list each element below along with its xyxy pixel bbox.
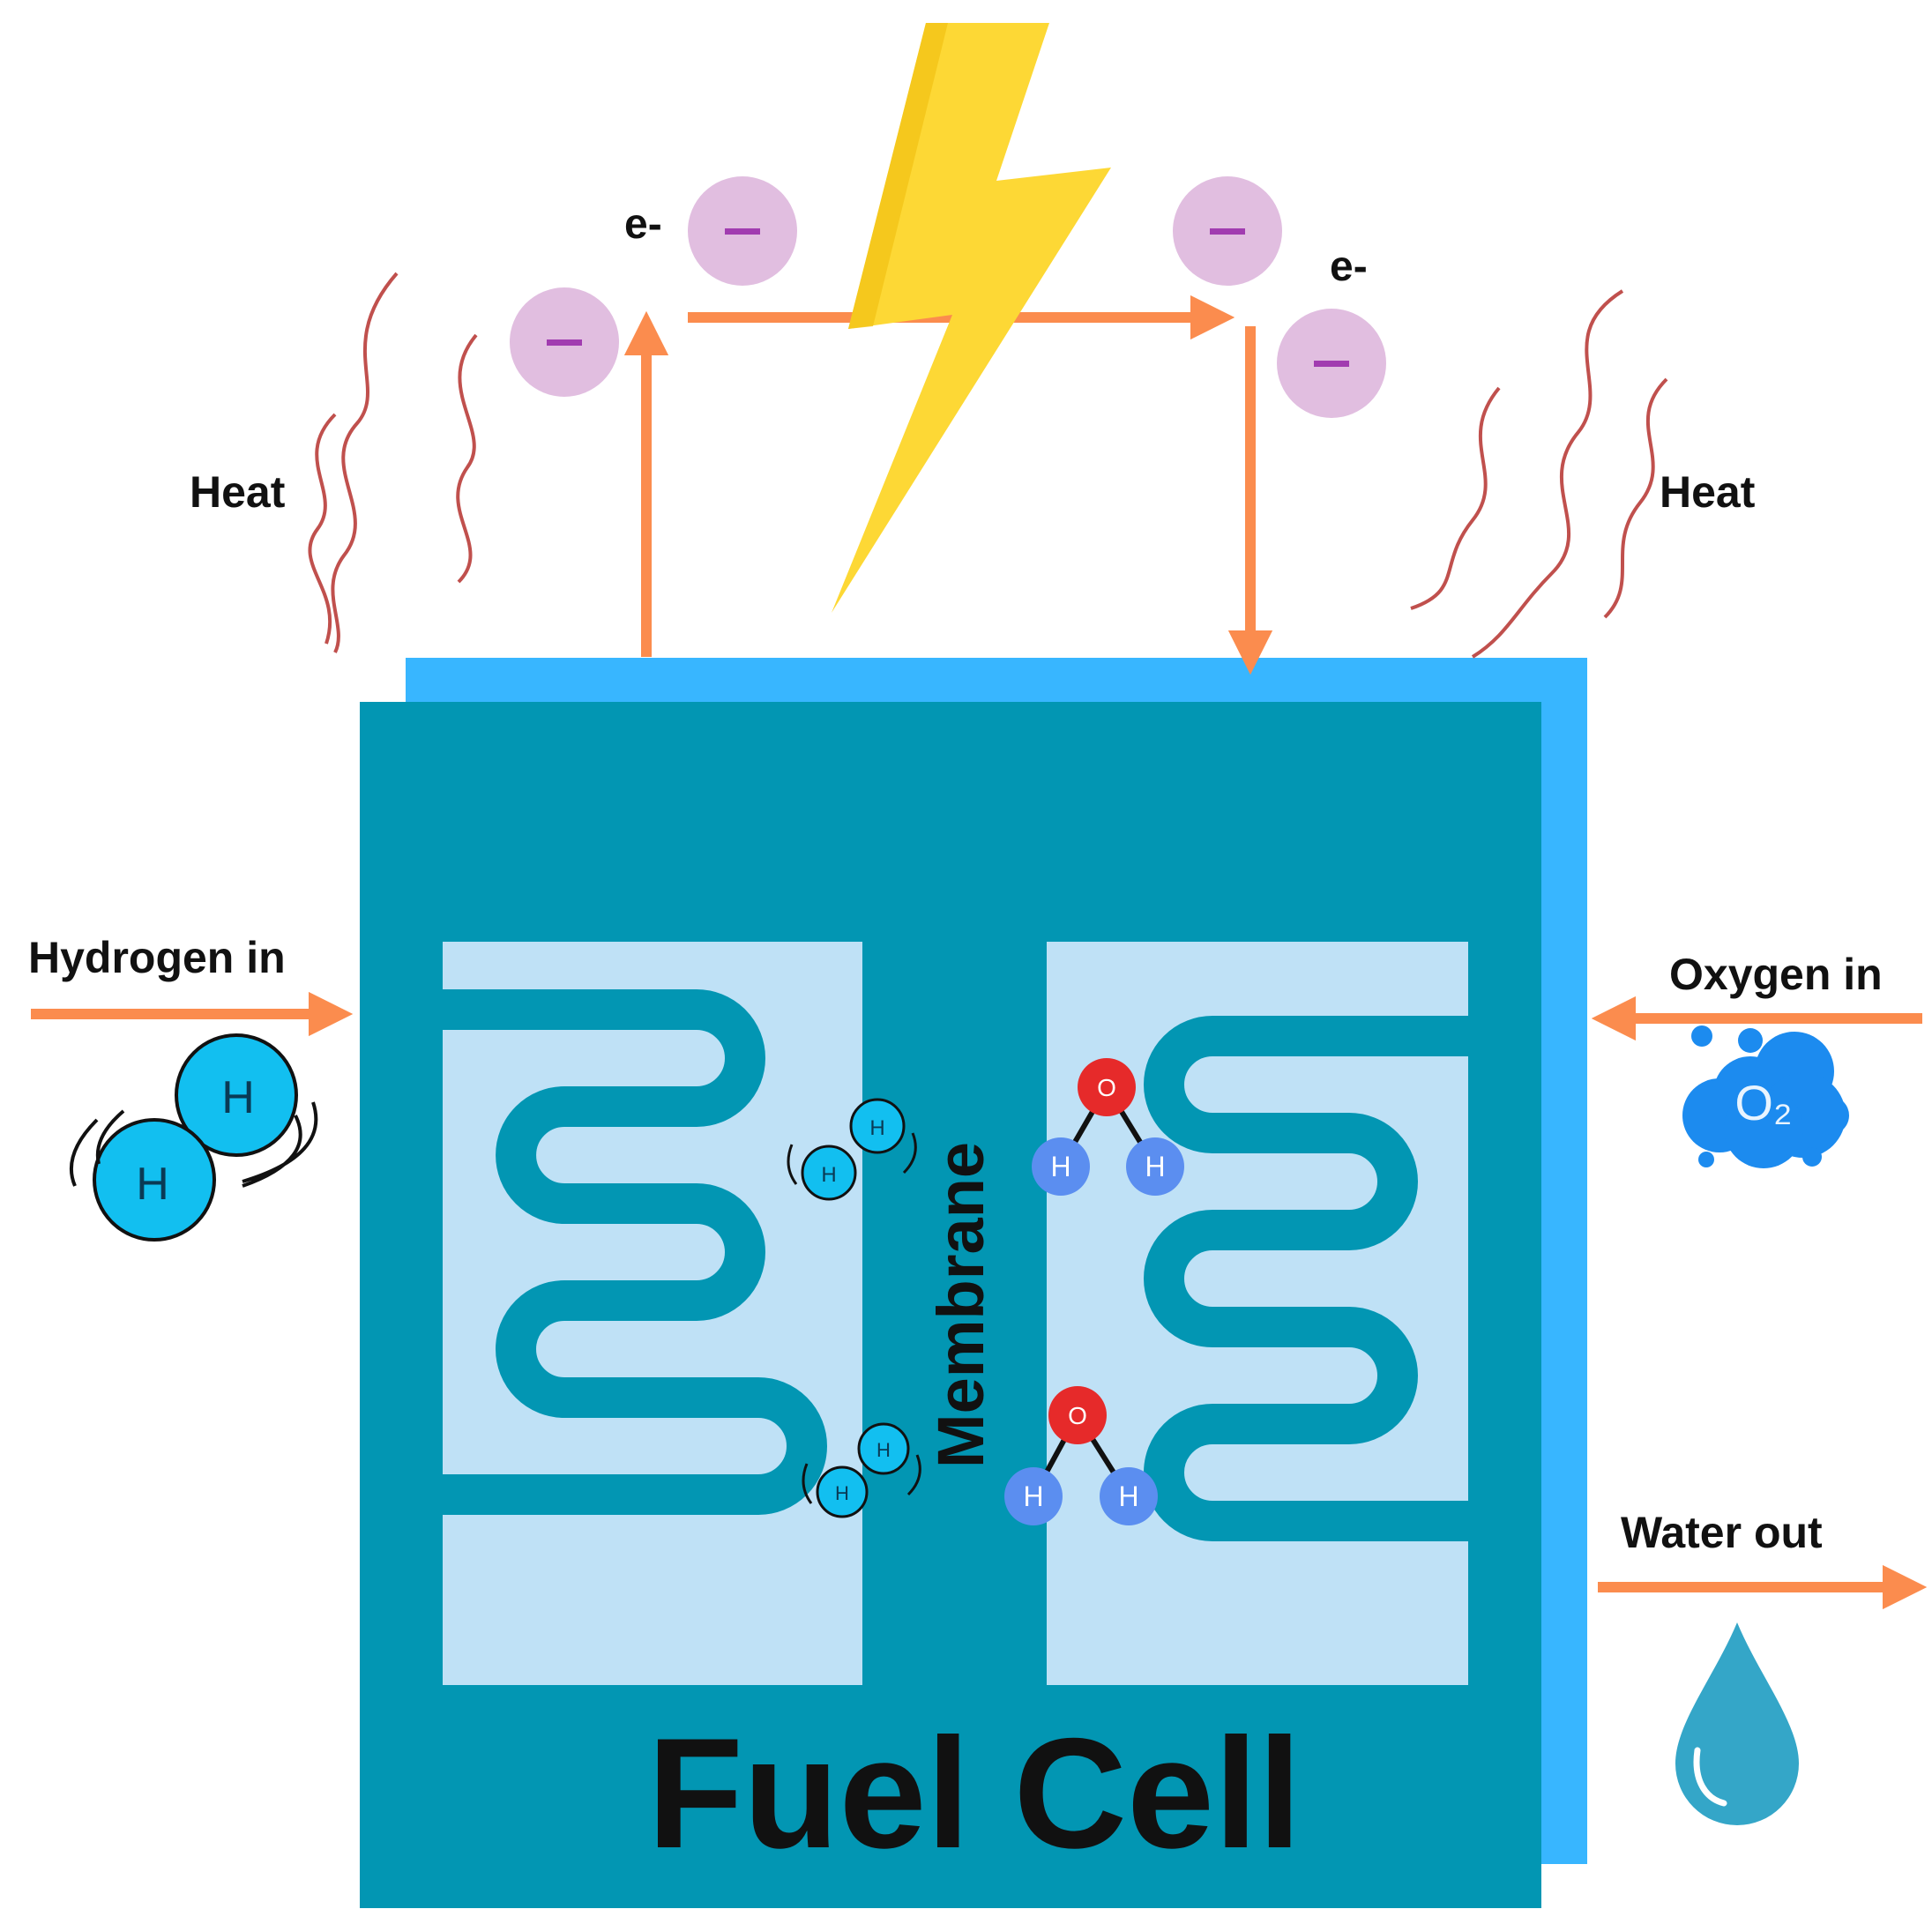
electron-icon bbox=[1277, 309, 1386, 418]
heat-waves-left bbox=[308, 272, 478, 653]
oxygen-in-label: Oxygen in bbox=[1669, 950, 1883, 999]
heat-waves-right bbox=[1410, 289, 1668, 659]
water-h-label: H bbox=[1145, 1151, 1165, 1182]
hydrogen-molecule-lower: H H bbox=[802, 1422, 921, 1518]
hydrogen-in-label: Hydrogen in bbox=[28, 933, 286, 982]
heat-label-right: Heat bbox=[1660, 467, 1756, 517]
water-molecule-lower: O H H bbox=[1004, 1386, 1158, 1525]
anode-serpentine-channel bbox=[443, 989, 827, 1515]
electron-label-left: e- bbox=[624, 201, 662, 248]
hydrogen-inlet: Hydrogen in H H bbox=[28, 933, 354, 1242]
oxygen-atom-label: O bbox=[1068, 1402, 1087, 1429]
o2-cloud-icon: O₂ bbox=[1682, 1025, 1849, 1168]
water-outlet: Water out bbox=[1598, 1508, 1928, 1825]
electron-icon bbox=[510, 287, 619, 397]
water-hydrogen-atom bbox=[1100, 1467, 1158, 1525]
cathode-serpentine-channel bbox=[1144, 1016, 1468, 1541]
lightning-bolt-shade bbox=[848, 23, 948, 329]
hydrogen-molecule-upper: H H bbox=[787, 1098, 917, 1201]
electron-icon bbox=[688, 176, 797, 286]
electron-label-right: e- bbox=[1330, 243, 1368, 290]
water-h-label: H bbox=[1050, 1151, 1070, 1182]
hydrogen-atom bbox=[849, 1098, 906, 1154]
water-drop-icon bbox=[1675, 1622, 1799, 1825]
hydrogen-atom-label: H bbox=[821, 1163, 836, 1187]
electrons: e- e- bbox=[510, 176, 1386, 418]
hydrogen-atom bbox=[801, 1145, 857, 1201]
hydrogen-molecule-icon: H H bbox=[69, 1033, 318, 1242]
hydrogen-atom-label: H bbox=[876, 1439, 891, 1461]
water-h-label: H bbox=[1023, 1480, 1043, 1512]
membrane-label: Membrane bbox=[924, 1142, 997, 1468]
motion-lines bbox=[802, 1454, 921, 1504]
water-hydrogen-atom bbox=[1126, 1137, 1184, 1196]
hydrogen-atom bbox=[857, 1422, 910, 1475]
oxygen-atom bbox=[1078, 1058, 1136, 1116]
svg-text:H: H bbox=[136, 1159, 169, 1210]
fuel-cell: Membrane H H H H O H H bbox=[360, 658, 1587, 1908]
oxygen-atom bbox=[1048, 1386, 1107, 1444]
electron-icon bbox=[1173, 176, 1282, 286]
hydrogen-atom-label: H bbox=[835, 1482, 849, 1504]
oxygen-inlet: Oxygen in O₂ bbox=[1591, 950, 1922, 1168]
o2-label: O₂ bbox=[1734, 1075, 1792, 1130]
heat-label-left: Heat bbox=[190, 467, 286, 517]
anode-flow-field bbox=[443, 942, 862, 1685]
water-hydrogen-atom bbox=[1004, 1467, 1063, 1525]
water-hydrogen-atom bbox=[1032, 1137, 1090, 1196]
oxygen-atom-label: O bbox=[1097, 1074, 1116, 1101]
water-h-label: H bbox=[1118, 1480, 1138, 1512]
motion-lines bbox=[787, 1132, 917, 1185]
cathode-flow-field bbox=[1047, 942, 1468, 1685]
hydrogen-atom-label: H bbox=[869, 1116, 884, 1140]
water-out-label: Water out bbox=[1621, 1508, 1823, 1557]
water-drop-highlight bbox=[1693, 1747, 1727, 1807]
electron-circuit bbox=[623, 295, 1273, 675]
svg-text:H: H bbox=[221, 1072, 255, 1123]
hydrogen-atom bbox=[816, 1465, 869, 1518]
fuel-cell-title: Fuel Cell bbox=[647, 1705, 1302, 1881]
water-molecule-upper: O H H bbox=[1032, 1058, 1184, 1196]
